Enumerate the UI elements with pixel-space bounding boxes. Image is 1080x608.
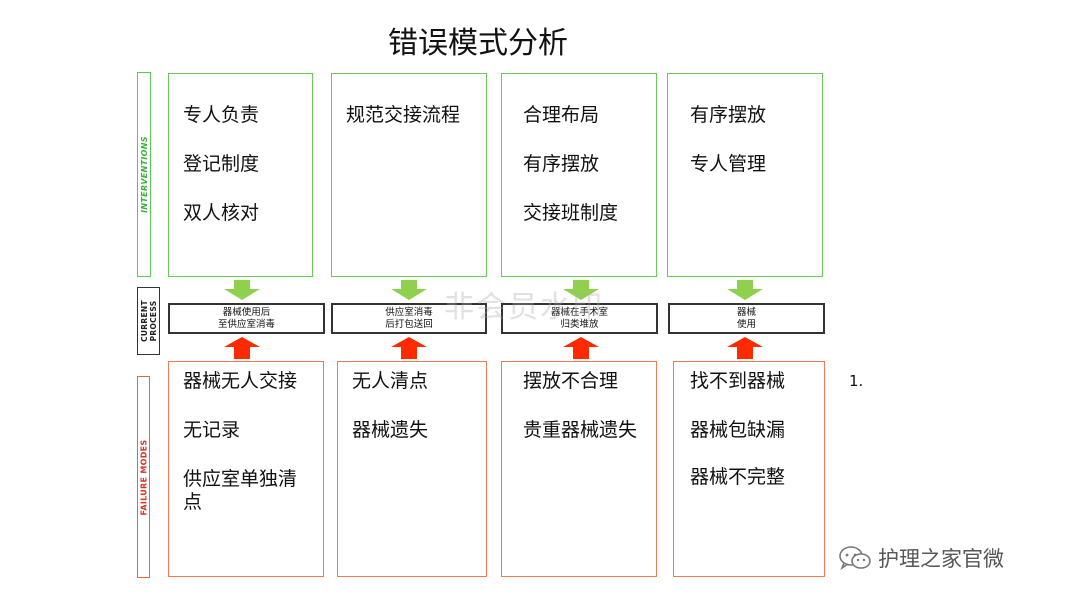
failure-box-2: 无人清点 器械遗失 (337, 361, 487, 577)
green-arrow-down (727, 280, 763, 300)
intervention-item: 合理布局 (523, 104, 600, 126)
failure-item: 无人清点 (352, 370, 429, 392)
interventions-label-box: INTERVENTIONS (137, 72, 151, 277)
list-number: 1. (849, 372, 864, 390)
process-box-1: 器械使用后 至供应室消毒 (168, 303, 325, 334)
green-arrow-down (391, 280, 427, 300)
current-process-label: CURRENT PROCESS (139, 300, 158, 342)
failure-modes-label: FAILURE MODES (139, 439, 148, 515)
process-line: 至供应室消毒 (217, 318, 275, 330)
brand-text: 护理之家官微 (878, 547, 1004, 571)
intervention-box-3: 合理布局 有序摆放 交接班制度 (501, 73, 657, 277)
intervention-box-1: 专人负责 登记制度 双人核对 (168, 73, 313, 277)
failure-box-3: 摆放不合理 贵重器械遗失 (501, 361, 657, 577)
failure-modes-label-box: FAILURE MODES (137, 376, 150, 578)
process-box-2: 供应室消毒 后打包送回 (331, 303, 487, 334)
failure-item: 供应室单独清点 (183, 468, 298, 513)
page-title: 错误模式分析 (388, 26, 568, 61)
failure-box-1: 器械无人交接 无记录 供应室单独清点 (168, 361, 324, 577)
failure-item: 无记录 (183, 419, 241, 441)
watermark-text: 非会员水印 (444, 290, 604, 325)
intervention-item: 有序摆放 (690, 104, 767, 126)
process-box-3: 器械在手术室 归类堆放 (501, 303, 658, 334)
process-line: 器械在手术室 (550, 306, 608, 318)
process-line: 归类堆放 (560, 318, 599, 330)
wechat-icon (839, 546, 871, 571)
intervention-item: 有序摆放 (523, 153, 600, 175)
process-line: 后打包送回 (385, 318, 433, 330)
failure-item: 器械遗失 (352, 419, 429, 441)
process-line: 使用 (736, 318, 756, 330)
current-process-label-box: CURRENT PROCESS (137, 287, 160, 355)
brand-badge: 护理之家官微 (838, 543, 1004, 573)
process-line: 器械使用后 (222, 306, 271, 318)
interventions-label: INTERVENTIONS (139, 136, 149, 213)
red-arrow-up (563, 337, 599, 359)
failure-item: 器械包缺漏 (690, 419, 786, 441)
process-line: 器械 (736, 306, 756, 318)
intervention-item: 登记制度 (183, 153, 260, 175)
failure-item: 贵重器械遗失 (523, 419, 638, 441)
failure-box-4: 找不到器械 器械包缺漏 器械不完整 (673, 361, 825, 577)
red-arrow-up (727, 337, 763, 359)
red-arrow-up (224, 337, 260, 359)
failure-item: 摆放不合理 (523, 370, 619, 392)
intervention-item: 专人管理 (690, 153, 767, 175)
green-arrow-down (224, 280, 260, 300)
intervention-box-2: 规范交接流程 (331, 73, 487, 277)
process-box-4: 器械 使用 (668, 303, 825, 334)
failure-item: 找不到器械 (690, 370, 786, 392)
intervention-box-4: 有序摆放 专人管理 (667, 73, 823, 277)
green-arrow-down (563, 280, 599, 300)
intervention-item: 交接班制度 (523, 202, 619, 224)
failure-item: 器械无人交接 (183, 370, 298, 392)
intervention-item: 专人负责 (183, 104, 260, 126)
intervention-item: 双人核对 (183, 202, 260, 224)
red-arrow-up (391, 337, 427, 359)
process-line: 供应室消毒 (385, 306, 433, 318)
failure-item: 器械不完整 (690, 466, 786, 488)
intervention-item: 规范交接流程 (346, 104, 461, 126)
